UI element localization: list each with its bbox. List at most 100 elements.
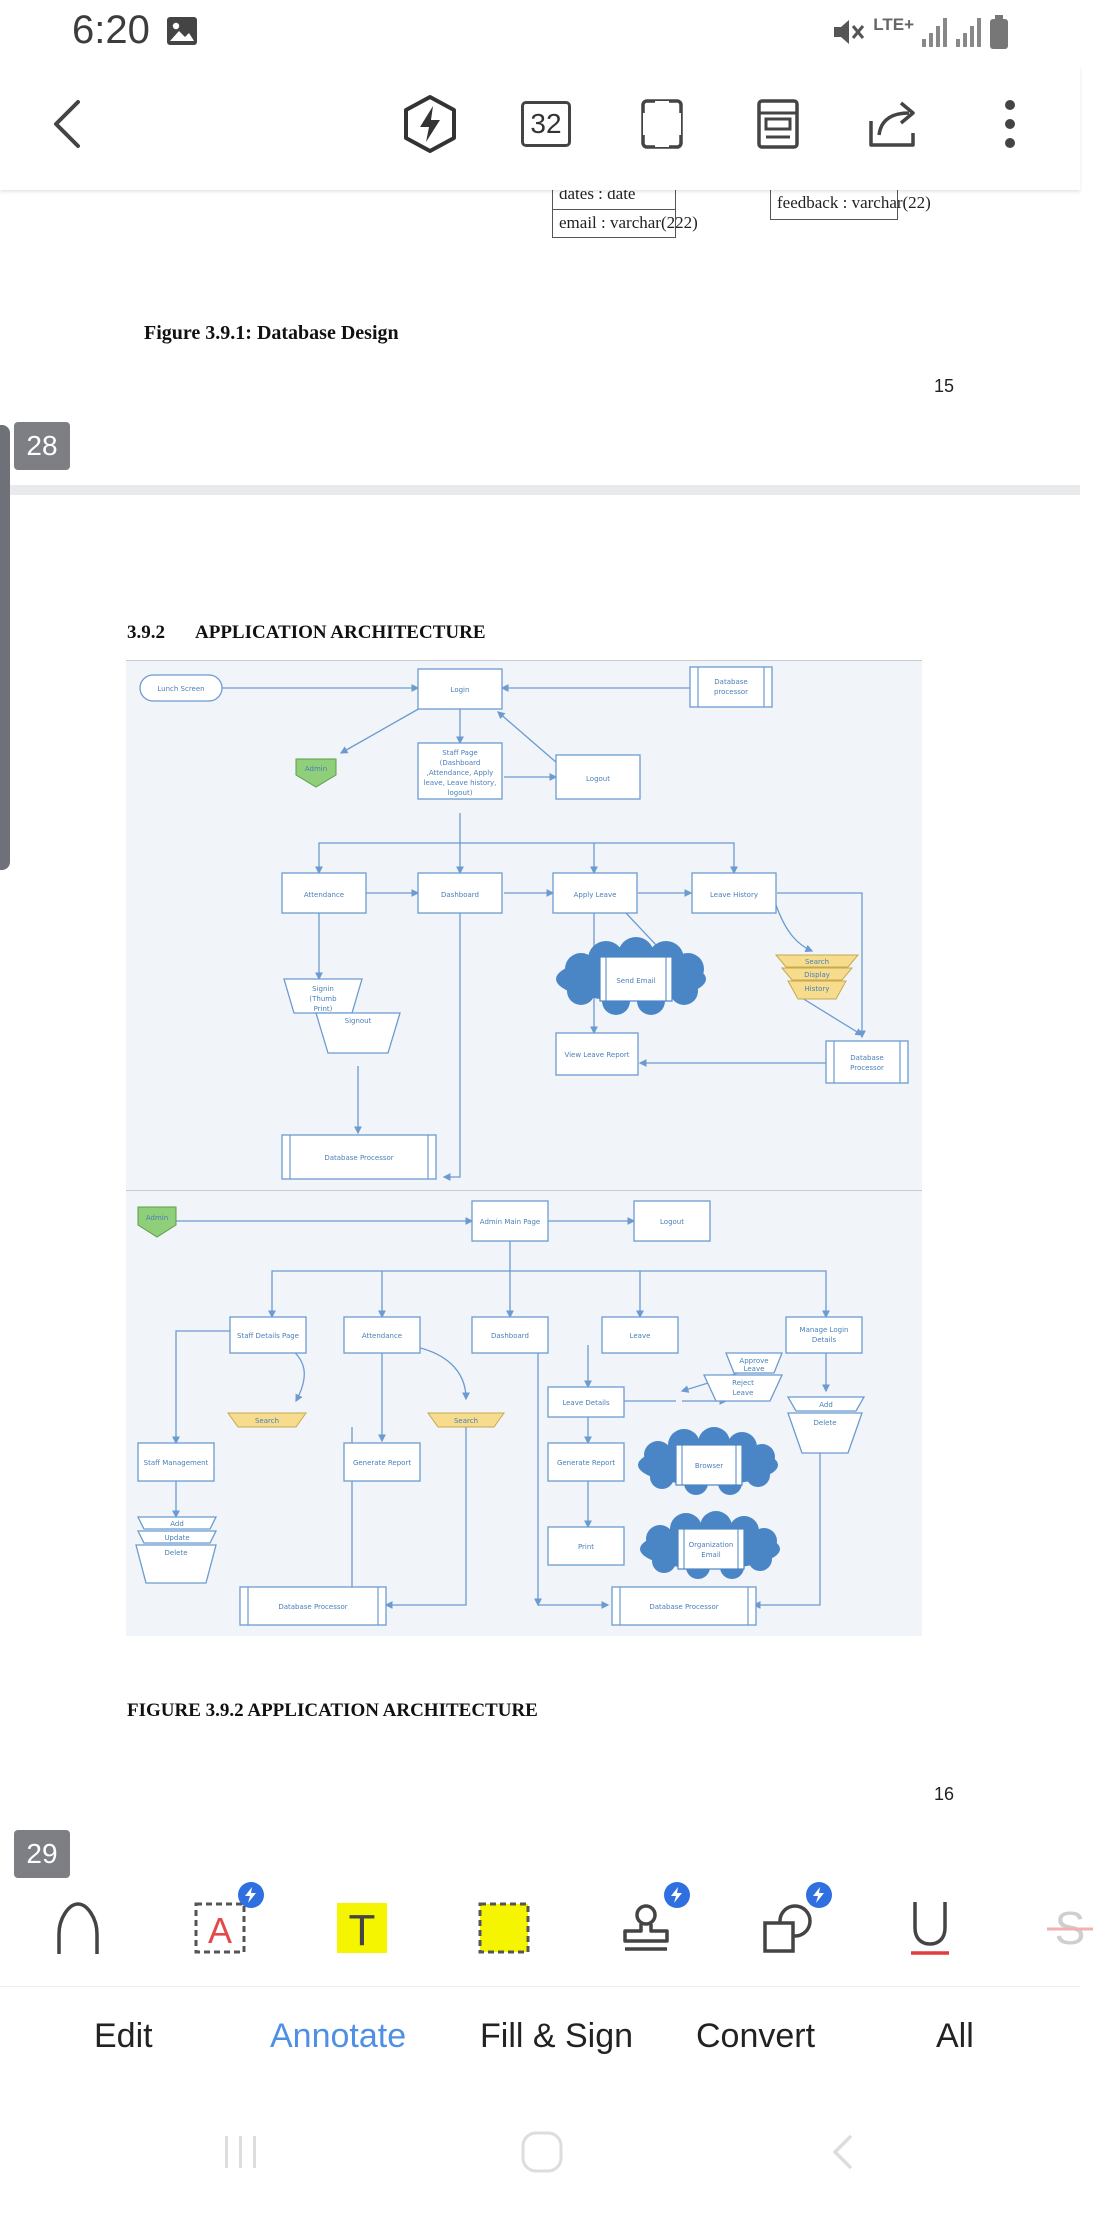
shapes-tool[interactable]: [748, 1882, 832, 1968]
svg-text:T: T: [349, 1906, 376, 1955]
node-search-mid: Search: [454, 1417, 478, 1425]
node-delete-left: Delete: [165, 1549, 188, 1557]
staff-architecture-diagram: Lunch Screen Login Database processor Ad…: [126, 660, 922, 1190]
signal-icon: [956, 18, 981, 47]
node-search-left: Search: [255, 1417, 279, 1425]
node-dashboard: Dashboard: [491, 1332, 529, 1340]
node-manage-login: Manage Login: [800, 1326, 849, 1334]
premium-badge: [238, 1882, 264, 1908]
svg-text:Processor: Processor: [850, 1064, 884, 1072]
node-logout: Logout: [586, 775, 610, 783]
premium-badge: [664, 1882, 690, 1908]
tab-annotate[interactable]: Annotate: [270, 2017, 407, 2055]
figure-caption: FIGURE 3.9.2 APPLICATION ARCHITECTURE: [127, 1700, 538, 1721]
node-print: Print: [578, 1543, 594, 1551]
recents-icon: [225, 2136, 256, 2168]
page-indicator: 29: [14, 1830, 70, 1878]
home-button[interactable]: [507, 2122, 577, 2182]
node-attendance: Attendance: [304, 891, 344, 899]
svg-text:Display: Display: [804, 971, 830, 979]
fullscreen-icon: [641, 99, 683, 149]
tab-convert[interactable]: Convert: [696, 2017, 816, 2055]
svg-text:(Thumb: (Thumb: [309, 995, 337, 1003]
svg-text:Print): Print): [314, 1005, 333, 1013]
mute-icon: [834, 20, 865, 44]
fullscreen-button[interactable]: [630, 92, 694, 156]
text-box-tool[interactable]: A: [180, 1882, 264, 1968]
area-highlight-icon: [478, 1902, 530, 1954]
scroll-handle[interactable]: [0, 425, 10, 870]
figure-caption: Figure 3.9.1: Database Design: [144, 322, 399, 344]
network-type: LTE+: [873, 14, 914, 34]
node-admin: Admin: [146, 1214, 168, 1222]
node-org-email: Organization: [689, 1541, 734, 1549]
node-reject-leave: Reject: [732, 1379, 754, 1387]
highlight-text-icon: T: [337, 1903, 387, 1955]
node-leave-history: Leave History: [710, 891, 758, 899]
premium-button[interactable]: [398, 92, 462, 156]
node-db-processor-bottom: Database Processor: [324, 1154, 393, 1162]
node-add-left: Add: [170, 1520, 184, 1528]
shapes-icon: [763, 1904, 812, 1953]
top-toolbar: 32: [0, 66, 1080, 190]
svg-text:A: A: [208, 1910, 232, 1951]
page-count-button[interactable]: 32: [514, 92, 578, 156]
back-arrow-icon: [54, 100, 80, 148]
node-search-display-history: Search: [805, 958, 829, 966]
back-icon: [833, 2134, 853, 2170]
svg-text:Leave: Leave: [733, 1389, 754, 1397]
node-dashboard: Dashboard: [441, 891, 479, 899]
tab-all[interactable]: All: [936, 2017, 974, 2055]
tab-fill-and-sign[interactable]: Fill & Sign: [480, 2017, 634, 2055]
node-update: Update: [164, 1534, 189, 1542]
admin-architecture-diagram: Admin Admin Main Page Logout Staff Detai…: [126, 1190, 922, 1636]
svg-text:Email: Email: [701, 1551, 720, 1559]
node-add-right: Add: [819, 1401, 833, 1409]
svg-text:Leave: Leave: [744, 1365, 765, 1373]
underline-icon: [911, 1902, 949, 1955]
image-icon: [167, 17, 197, 45]
svg-text:Details: Details: [812, 1336, 837, 1344]
page-number: 16: [934, 1784, 955, 1804]
page-separator: [0, 485, 1080, 495]
signal-icon: [922, 18, 947, 47]
bolt-icon: [813, 1887, 824, 1903]
bottom-tab-bar: Edit Annotate Fill & Sign Convert All: [0, 1986, 1080, 2092]
tab-edit[interactable]: Edit: [94, 2017, 153, 2055]
node-generate-report-right: Generate Report: [557, 1459, 615, 1467]
strikethrough-tool[interactable]: S: [1030, 1888, 1110, 1968]
node-login: Login: [451, 686, 470, 694]
back-nav-button[interactable]: [808, 2122, 878, 2182]
document-view[interactable]: dates : date email : varchar(222) feedba…: [0, 184, 1080, 1878]
db-field: email : varchar(222): [552, 210, 698, 238]
share-button[interactable]: [864, 92, 928, 156]
svg-text:leave, Leave history,: leave, Leave history,: [424, 779, 497, 787]
page-count-icon: 32: [521, 101, 571, 147]
page-number: 15: [934, 376, 955, 396]
node-db-processor-left: Database Processor: [278, 1603, 347, 1611]
node-approve-leave: Approve: [739, 1357, 768, 1365]
node-db-processor-top: Database: [714, 678, 747, 686]
reading-mode-button[interactable]: [746, 92, 810, 156]
area-highlight-tool[interactable]: [464, 1888, 544, 1968]
more-button[interactable]: [978, 92, 1042, 156]
node-generate-report-left: Generate Report: [353, 1459, 411, 1467]
underline-tool[interactable]: [890, 1888, 970, 1968]
back-button[interactable]: [36, 92, 100, 156]
admin-architecture-svg: Admin Admin Main Page Logout Staff Detai…: [135, 1200, 866, 1626]
highlight-text-tool[interactable]: T: [322, 1888, 402, 1968]
node-lunch-screen: Lunch Screen: [157, 685, 204, 693]
recents-button[interactable]: [206, 2122, 276, 2182]
share-icon: [869, 101, 915, 147]
home-icon: [521, 2131, 563, 2173]
staff-architecture-svg: Lunch Screen Login Database processor Ad…: [139, 666, 909, 1181]
svg-text:processor: processor: [714, 688, 748, 696]
pen-tool[interactable]: [38, 1888, 118, 1968]
node-apply-leave: Apply Leave: [574, 891, 617, 899]
node-admin-main-page: Admin Main Page: [480, 1218, 540, 1226]
annotate-toolbar: A T: [0, 1868, 1093, 1986]
bolt-icon: [671, 1887, 682, 1903]
strikethrough-icon: S: [1047, 1902, 1093, 1954]
stamp-tool[interactable]: [606, 1882, 690, 1968]
